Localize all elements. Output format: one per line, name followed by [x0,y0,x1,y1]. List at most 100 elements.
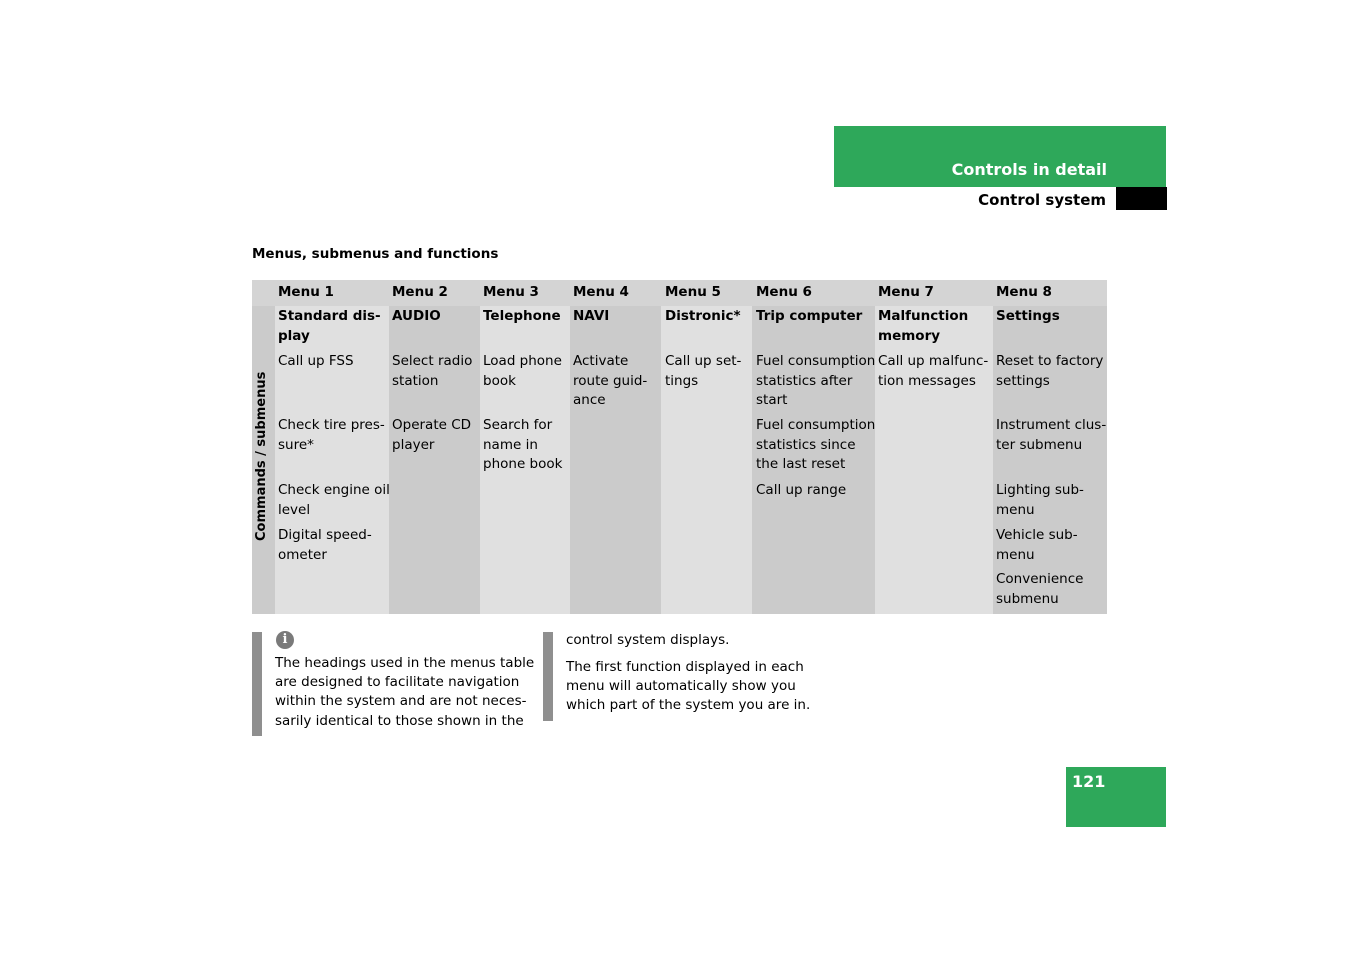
item-line: Select radio [392,353,473,369]
header-banner: Controls in detail [834,126,1166,187]
note-line: sarily identical to those shown in the [275,712,524,729]
section-title: Menus, submenus and functions [252,246,499,262]
list-item: Vehicle sub- menu [996,526,1078,565]
item-line: ance [573,392,606,408]
menu6-column [752,280,875,614]
page-number-box: 121 [1066,767,1166,827]
item-line: level [278,501,311,518]
list-item: Lighting sub- menu [996,481,1084,520]
list-item: Activate route guid- ance [573,352,647,411]
menu4-column [570,280,661,614]
item-line: tion messages [878,372,976,389]
item-line: Call up malfunc- [878,353,989,369]
note-right-p1: control system displays. [566,632,730,648]
note-line: within the system and are not neces- [275,693,527,710]
menu1-title-line: Standard dis- [278,308,381,324]
note-line: which part of the system you are in. [566,697,811,714]
item-line: tings [665,372,699,389]
list-item: Fuel consumption statistics since the la… [756,416,875,475]
item-line: Vehicle sub- [996,527,1078,543]
item-line: phone book [483,456,563,472]
item-line: station [392,372,439,389]
item-line: Digital speed- [278,527,372,543]
list-item: Call up malfunc- tion messages [878,352,988,391]
item-line: start [756,392,788,408]
menu1-column [275,280,389,614]
header-menu6: Menu 6 [756,284,812,300]
menu1-title: Standard dis- play [278,307,381,346]
item-line: book [483,372,516,389]
item-line: Fuel consumption [756,417,876,433]
menu7-title-line: Malfunction [878,308,969,324]
note-line: are designed to facilitate navigation [275,674,520,691]
item-line: Reset to factory [996,353,1104,369]
note-left-text: The headings used in the menus table are… [275,654,534,731]
menu4-title: NAVI [573,308,610,324]
item-line: statistics after [756,372,853,389]
header-menu5: Menu 5 [665,284,721,300]
item-line: Lighting sub- [996,482,1084,498]
item-line: Instrument clus- [996,417,1107,433]
list-item: Search for name in phone book [483,416,562,475]
note-line: The headings used in the menus table [275,655,535,671]
item-line: route guid- [573,372,648,389]
list-item: Fuel consumption statistics after start [756,352,875,411]
menu1-title-line: play [278,327,310,344]
item-line: settings [996,372,1050,389]
page-number: 121 [1072,772,1106,791]
menu3-column [480,280,570,614]
menu6-title: Trip computer [756,308,863,324]
item-line: Call up set- [665,353,742,369]
list-item: Call up FSS [278,352,354,372]
note-bar-right [543,632,553,721]
header-menu4: Menu 4 [573,284,629,300]
item-line: player [392,436,435,453]
menu5-title: Distronic* [665,308,741,324]
info-icon: i [276,631,294,649]
list-item: Call up range [756,481,846,501]
item-line: name in [483,436,538,453]
list-item: Call up set- tings [665,352,741,391]
item-line: Check tire pres- [278,417,385,433]
menus-table: Menu 1 Menu 2 Menu 3 Menu 4 Menu 5 Menu … [252,280,1107,614]
item-line: ter submenu [996,436,1083,453]
header-marker [1116,187,1167,210]
item-line: Call up FSS [278,353,354,369]
item-line: Convenience [996,571,1084,587]
item-line: Load phone [483,353,562,369]
menu7-title: Malfunction memory [878,307,968,346]
list-item: Convenience submenu [996,570,1083,609]
menu7-title-line: memory [878,327,941,344]
item-line: Fuel consumption [756,353,876,369]
menu2-column [389,280,480,614]
list-item: Check engine oil level [278,481,390,520]
item-line: Operate CD [392,417,472,433]
header-menu8: Menu 8 [996,284,1052,300]
item-line: statistics since [756,436,856,453]
item-line: submenu [996,590,1059,607]
item-line: Activate [573,353,629,369]
header-menu7: Menu 7 [878,284,934,300]
note-bar-left [252,632,262,736]
header-menu3: Menu 3 [483,284,539,300]
item-line: Check engine oil [278,482,390,498]
item-line: menu [996,546,1035,563]
note-line: The first function displayed in each [566,659,804,675]
table-header-row: Menu 1 Menu 2 Menu 3 Menu 4 Menu 5 Menu … [252,280,1107,306]
menu3-title: Telephone [483,308,561,324]
note-line: menu will automatically show you [566,678,796,695]
list-item: Reset to factory settings [996,352,1103,391]
side-column [252,280,275,614]
list-item: Check tire pres- sure* [278,416,385,455]
menu8-title: Settings [996,308,1060,324]
menu8-column [993,280,1107,614]
list-item: Load phone book [483,352,562,391]
side-label: Commands / submenus [254,371,269,541]
header-menu1: Menu 1 [278,284,334,300]
header-title: Controls in detail [951,160,1107,179]
menu2-title: AUDIO [392,308,441,324]
item-line: Call up range [756,482,847,498]
item-line: ometer [278,546,327,563]
header-subtitle: Control system [978,191,1106,209]
item-line: sure* [278,436,314,453]
